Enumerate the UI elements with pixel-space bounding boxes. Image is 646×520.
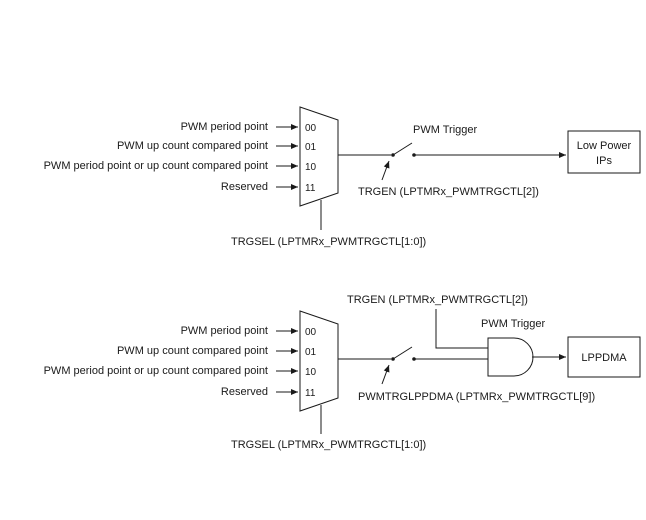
bottom-gate-enable-label: TRGEN (LPTMRx_PWMTRGCTL[2]) [347, 294, 528, 306]
bottom-diagram: PWM period point PWM up count compared p… [44, 294, 641, 451]
top-diagram: PWM period point PWM up count compared p… [44, 106, 641, 248]
bottom-mux [299, 310, 339, 412]
bottom-dest-box [567, 336, 641, 378]
top-dest-box [567, 130, 641, 174]
top-switch-control-arrow [381, 160, 390, 181]
top-trigger-label: PWM Trigger [413, 124, 478, 136]
top-mux-select-01: 01 [305, 142, 317, 153]
bottom-switch-control-arrow [381, 364, 390, 385]
top-input-label-1: PWM up count compared point [117, 140, 268, 152]
bottom-switch-blade [392, 346, 413, 360]
bottom-switch-label: PWMTRGLPPDMA (LPTMRx_PWMTRGCTL[9]) [358, 391, 595, 403]
top-mux-select-11: 11 [305, 183, 316, 194]
top-input-label-2: PWM period point or up count compared po… [44, 160, 268, 172]
bottom-input-label-1: PWM up count compared point [117, 345, 268, 357]
bottom-mux-select-10: 10 [305, 367, 317, 378]
top-input-label-0: PWM period point [181, 121, 268, 133]
bottom-gate-enable-wire [435, 309, 488, 349]
top-input-label-3: Reserved [221, 181, 268, 193]
top-switch-blade [392, 142, 413, 156]
bottom-input-label-0: PWM period point [181, 325, 268, 337]
top-dest-line2: IPs [596, 155, 612, 167]
bottom-input-label-3: Reserved [221, 386, 268, 398]
bottom-mux-select-00: 00 [305, 327, 317, 338]
bottom-trigger-label: PWM Trigger [481, 318, 546, 330]
top-mux-select-10: 10 [305, 162, 317, 173]
top-mux-select-label: TRGSEL (LPTMRx_PWMTRGCTL[1:0]) [231, 236, 426, 248]
bottom-mux-select-label: TRGSEL (LPTMRx_PWMTRGCTL[1:0]) [231, 439, 426, 451]
top-switch-label: TRGEN (LPTMRx_PWMTRGCTL[2]) [358, 186, 539, 198]
bottom-and-gate [487, 337, 534, 377]
bottom-mux-select-11: 11 [305, 388, 316, 399]
top-dest-line1: Low Power [577, 140, 632, 152]
bottom-dest-label: LPPDMA [581, 352, 627, 364]
bottom-mux-select-01: 01 [305, 347, 317, 358]
bottom-input-label-2: PWM period point or up count compared po… [44, 365, 268, 377]
top-mux-select-00: 00 [305, 123, 317, 134]
top-mux [299, 106, 339, 207]
